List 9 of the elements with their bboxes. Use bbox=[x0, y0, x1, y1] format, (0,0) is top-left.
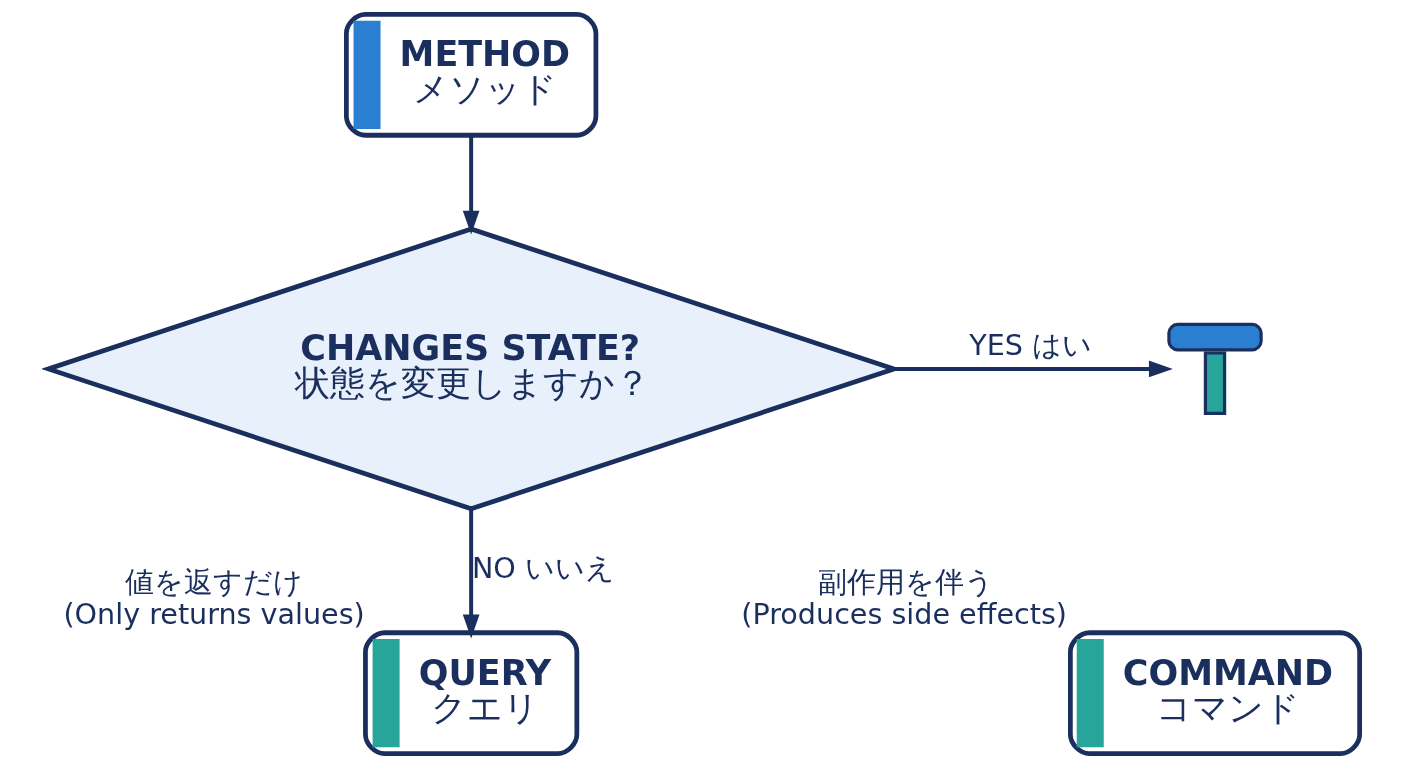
arrow bbox=[894, 360, 1173, 378]
node-label: 副作用を伴う bbox=[818, 565, 995, 600]
node-box: METHOD メソッド bbox=[344, 12, 599, 138]
edge-label: NO いいえ bbox=[471, 550, 615, 585]
arrow bbox=[462, 509, 480, 639]
edge-label: YES はい bbox=[969, 328, 1093, 363]
arrow bbox=[462, 135, 480, 235]
node-box: QUERY クエリ bbox=[363, 630, 580, 756]
node-box: COMMAND コマンド bbox=[1067, 630, 1363, 756]
